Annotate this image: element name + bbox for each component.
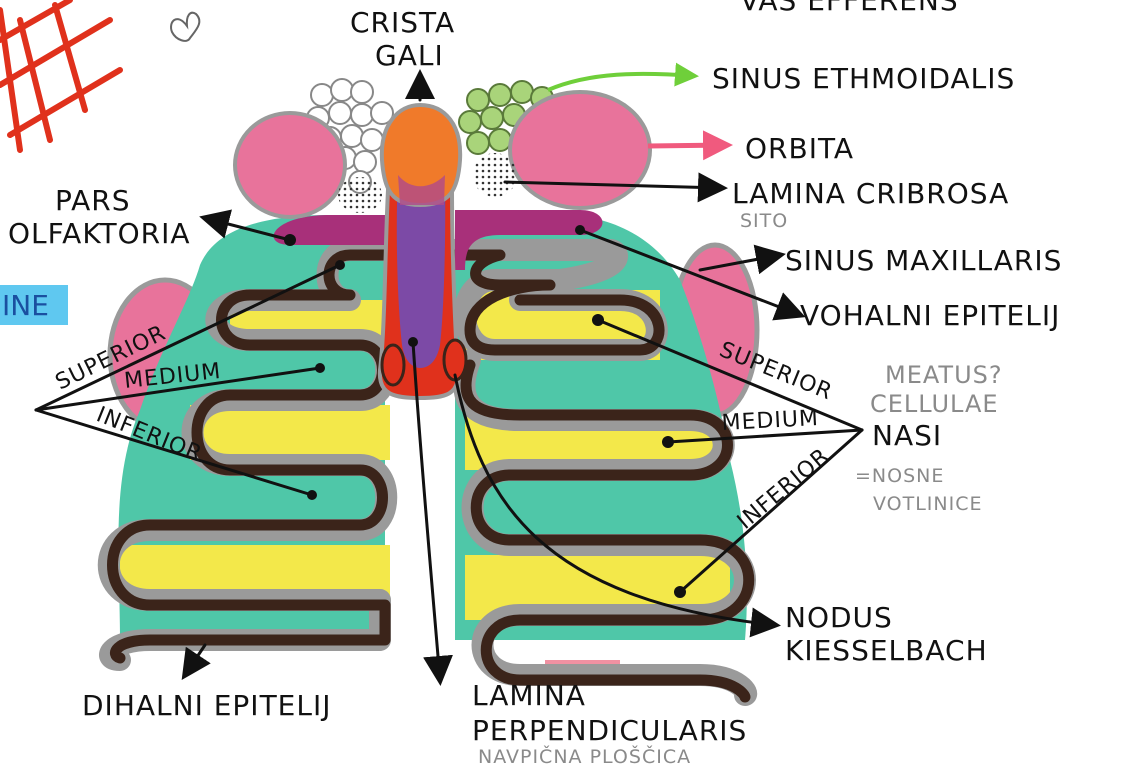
left-meatus-inferior [120,545,390,595]
ine-label: INE [2,289,49,322]
lamina-cribrosa-label: LAMINA CRIBROSA [732,177,1009,210]
pars-olfaktoria-label-line1: PARS [55,184,130,217]
right-inferior-label: INFERIOR [733,444,835,535]
left-orbit [235,113,345,217]
heart-doodle-icon [171,13,199,41]
sito-label: SITO [740,210,788,232]
nosne-label: =NOSNE [855,465,944,487]
navpicna-ploscica-label: NAVPIČNA PLOŠČICA [478,744,691,764]
left-meatus-medium [190,405,390,460]
votlinice-label: VOTLINICE [873,493,983,515]
perpendicularis-label: PERPENDICULARIS [472,714,747,747]
right-orbit [510,92,650,208]
pars-olfaktoria-label-line2: OLFAKTORIA [8,217,191,250]
nasi-label: NASI [872,419,942,452]
crista-gali-label-line2: GALI [375,39,444,72]
orbita-label: ORBITA [745,132,854,165]
vas-efferens-label: VAS EFFERENS [740,0,959,17]
orbita-arrow [648,145,728,146]
lamina-label: LAMINA [472,679,586,712]
cellulae-label: CELLULAE [870,390,999,418]
left-cribriform-dots [338,177,382,213]
vohalni-epitelij-label: VOHALNI EPITELIJ [800,299,1060,332]
nodus-label: NODUS [785,601,893,634]
sinus-maxillaris-label: SINUS MAXILLARIS [785,244,1062,277]
red-grid-doodle [0,0,120,150]
right-cribriform-dots [473,153,517,197]
crista-gali-label-line1: CRISTA [350,6,455,39]
meatus-label: MEATUS? [885,361,1003,389]
sinus-ethmoidalis-arrow [548,74,695,90]
kiesselbach-label: KIESSELBACH [785,634,988,667]
left-kiesselbach-spot [382,345,404,385]
sinus-ethmoidalis-label: SINUS ETHMOIDALIS [712,62,1015,95]
dihalni-epitelij-label: DIHALNI EPITELIJ [82,689,331,722]
right-medium-label: MEDIUM [721,406,820,436]
